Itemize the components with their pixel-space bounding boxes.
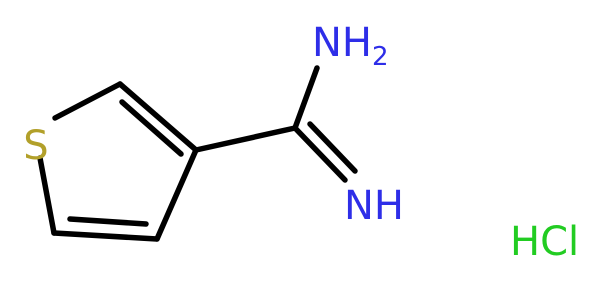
hydrochloride-label: HCl	[510, 219, 579, 265]
bond-c2-c3-inner	[119, 99, 184, 157]
amine-atom-label: NH2	[312, 20, 389, 72]
amine-subscript: 2	[372, 42, 389, 72]
bond-c4-c5-inner	[67, 216, 149, 227]
bond-c2-c3	[117, 81, 199, 153]
amidine-group	[193, 65, 358, 183]
bond-s-c2	[52, 81, 123, 121]
amine-symbol: NH	[312, 20, 372, 66]
bond-c-nh2	[292, 65, 320, 131]
bond-c-nh	[292, 125, 348, 183]
bond-c4-c5	[51, 230, 160, 242]
sulfur-atom-label: S	[23, 123, 48, 169]
bond-c-nh-inner	[307, 121, 358, 174]
bond-c3-camidine	[193, 125, 298, 153]
thiophene-ring	[37, 81, 199, 242]
bond-c5-s	[37, 155, 57, 236]
bond-c3-c4	[154, 147, 199, 242]
imine-atom-label: NH	[344, 183, 404, 229]
